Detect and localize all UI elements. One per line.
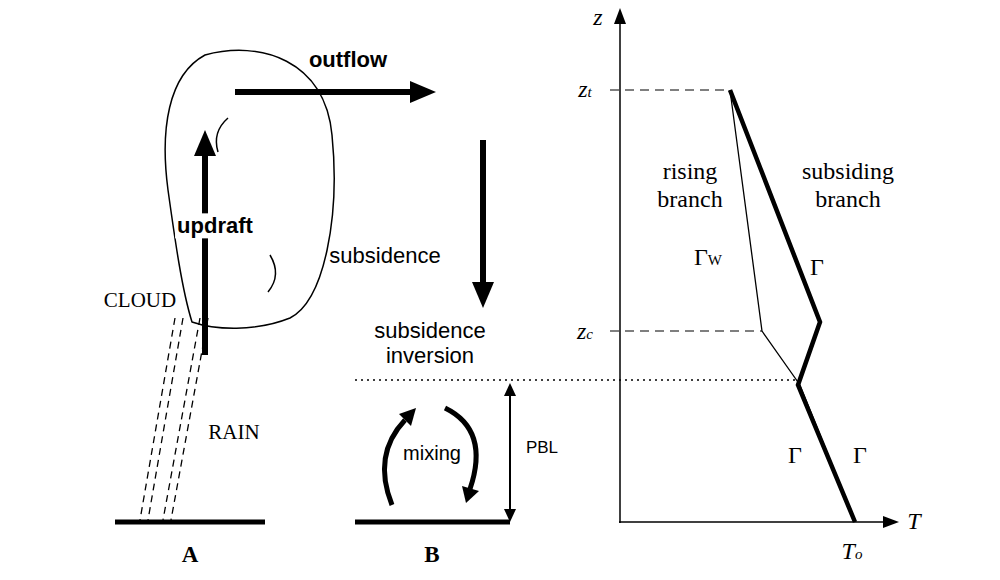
rain-streaks — [140, 318, 208, 520]
axis-label: z — [593, 4, 602, 32]
updraft-arrow — [202, 152, 208, 355]
column-letter: A — [182, 542, 199, 568]
subsidence-arrow — [480, 140, 486, 284]
lapse-rate-label: Γ — [853, 442, 867, 470]
flow-label: outflow — [309, 47, 387, 72]
level-dash — [610, 89, 730, 90]
lapse-rate-label: ΓW — [694, 244, 722, 272]
ground-line — [115, 520, 265, 525]
rising-profile — [730, 90, 855, 522]
axis-label: T — [907, 508, 920, 536]
z-axis — [619, 22, 621, 523]
mixing-label: mixing — [403, 442, 461, 465]
column-letter: B — [424, 542, 439, 568]
level-label: zt — [578, 76, 592, 104]
subsiding-profile — [730, 90, 855, 522]
level-label: zc — [577, 318, 593, 346]
outflow-arrow — [235, 89, 412, 95]
cloud-label: CLOUD — [104, 288, 176, 312]
lapse-rate-label: Γ — [810, 254, 824, 282]
axis-value: To — [842, 538, 863, 566]
arrow-head — [883, 516, 899, 528]
level-dash — [610, 330, 762, 331]
lapse-rate-label: Γ — [788, 442, 802, 470]
ground-line — [355, 520, 510, 525]
inversion-line — [355, 379, 800, 381]
pbl-arrow — [509, 393, 511, 512]
flow-label: updraft — [175, 213, 255, 238]
arrow-head — [399, 408, 416, 426]
arrow-head — [194, 130, 216, 156]
mixing-arrow — [384, 420, 405, 505]
arrow-head — [614, 8, 626, 24]
branch-label: rising branch — [643, 158, 738, 213]
inversion-label: subsidence inversion — [345, 318, 515, 369]
pbl-label: PBL — [526, 438, 558, 458]
arrow-head — [410, 81, 436, 103]
arrow-head — [462, 486, 479, 503]
t-axis — [619, 521, 885, 523]
flow-label: subsidence — [329, 243, 440, 268]
branch-label: subsiding branch — [786, 158, 911, 213]
arrow-head — [504, 383, 516, 396]
rain-label: RAIN — [208, 420, 259, 444]
arrow-head — [472, 282, 494, 308]
cloud-swirl — [216, 118, 228, 152]
cloud-swirl — [268, 255, 276, 292]
